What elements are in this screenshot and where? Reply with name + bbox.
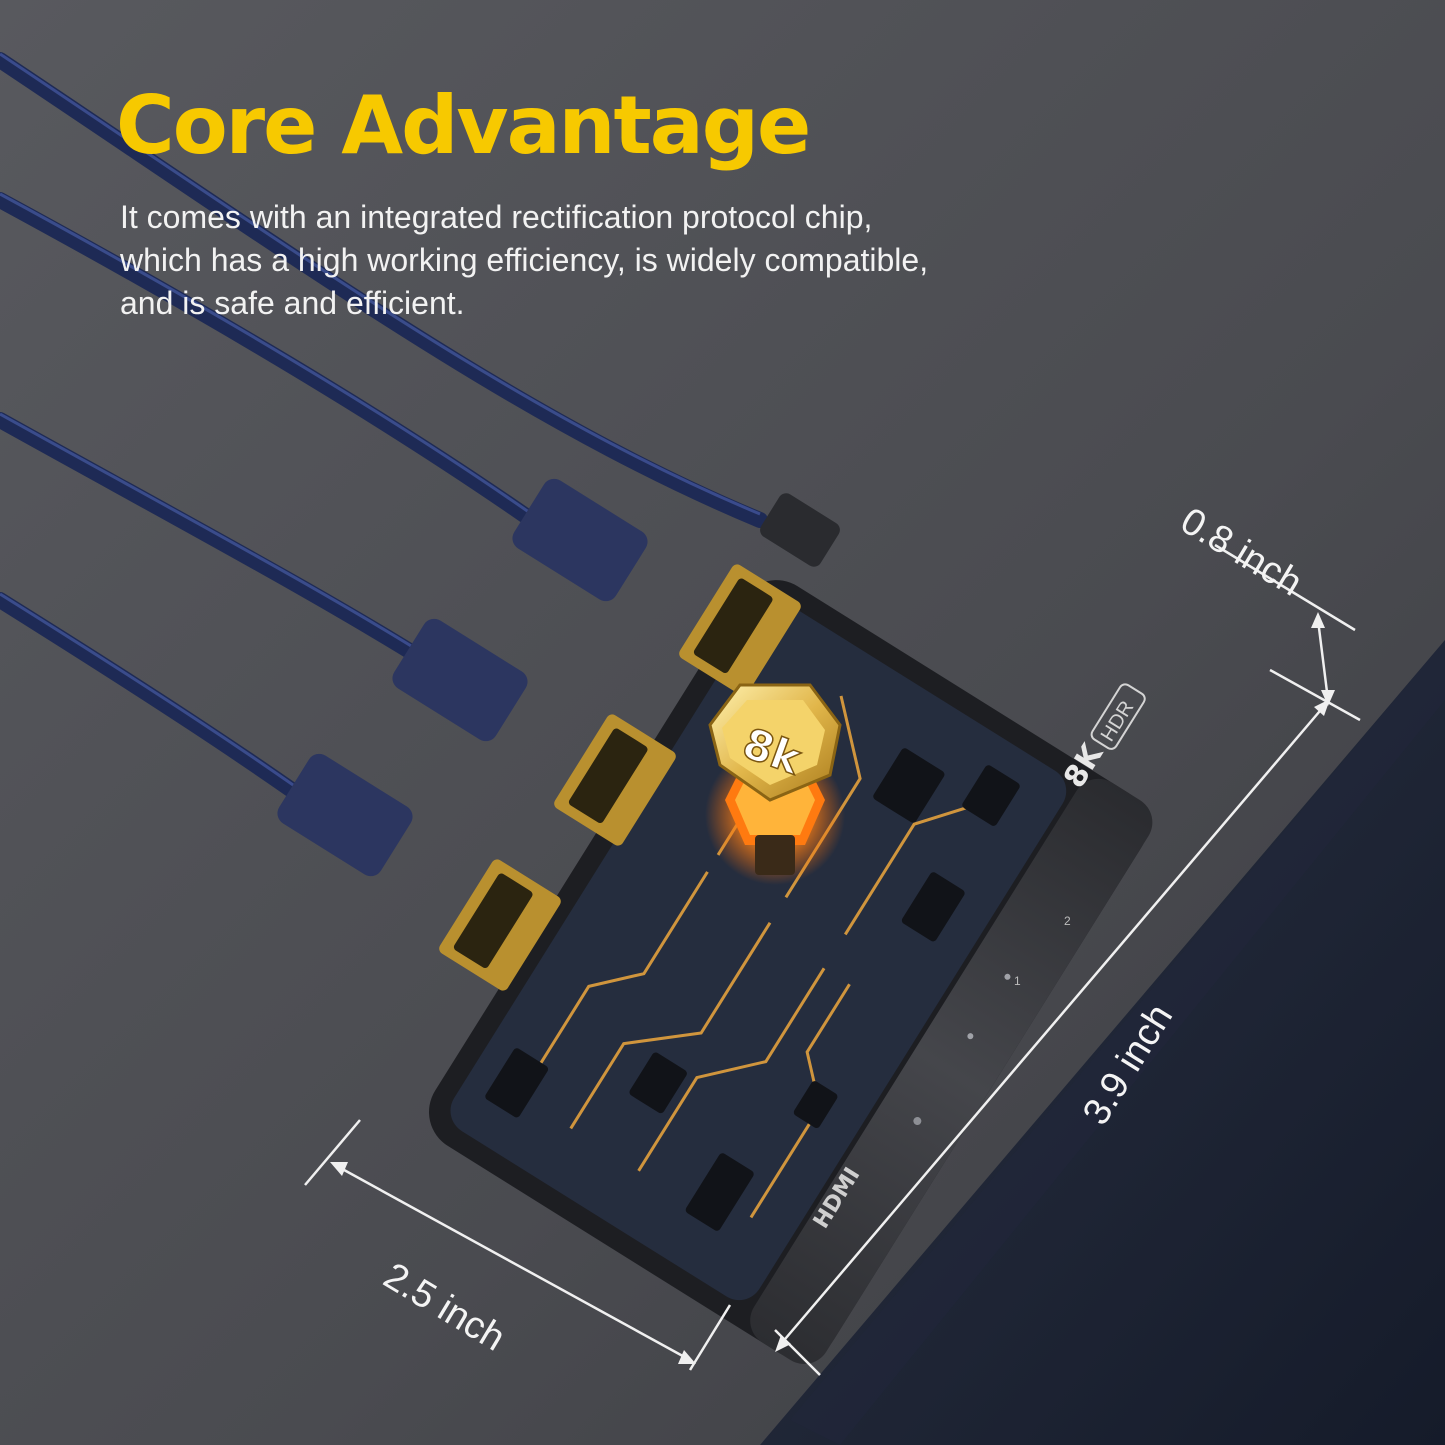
table-top <box>790 640 1445 1445</box>
button-dot-1 <box>967 1033 974 1040</box>
description-line: It comes with an integrated rectificatio… <box>120 199 873 235</box>
switch-device <box>428 580 1153 1364</box>
description: It comes with an integrated rectificatio… <box>120 196 1020 325</box>
button-mark-1: 1 <box>1014 974 1021 988</box>
dimension-lines <box>304 543 1361 1376</box>
led-indicator <box>913 1116 922 1125</box>
cable-plugs <box>277 478 840 877</box>
headline: Core Advantage <box>116 79 811 172</box>
button-dot-2 <box>1004 973 1011 980</box>
badge-8k <box>708 683 842 802</box>
description-line: which has a high working efficiency, is … <box>120 242 929 278</box>
description-line: and is safe and efficient. <box>120 285 465 321</box>
button-mark-2: 2 <box>1064 914 1071 928</box>
hdmi-ports <box>439 564 801 991</box>
table-edge <box>760 640 1445 1445</box>
